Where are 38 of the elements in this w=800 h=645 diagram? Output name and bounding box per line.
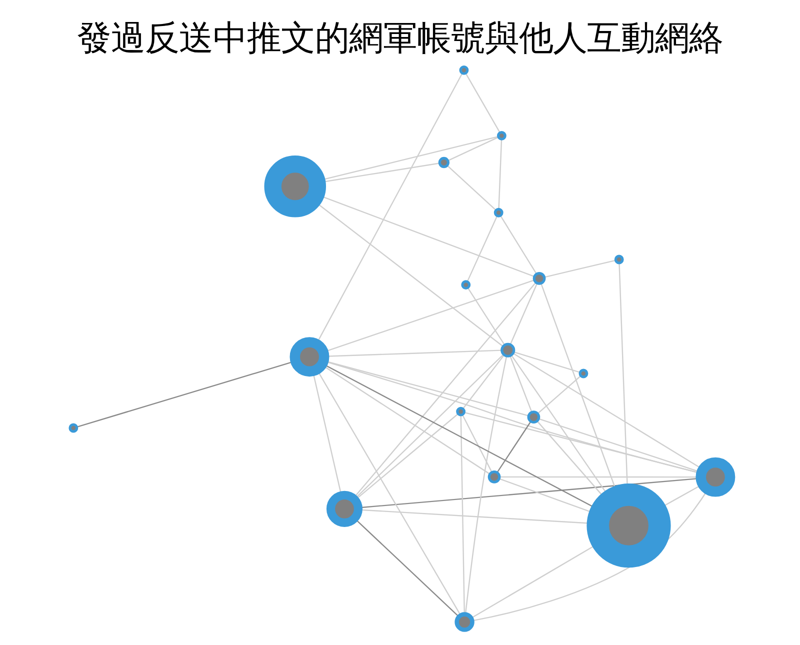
connector: [513, 351, 580, 373]
node-circle: [527, 410, 540, 424]
connector: [537, 375, 582, 414]
node-circle: [459, 65, 469, 75]
connector: [510, 356, 532, 413]
connector: [496, 421, 532, 473]
node-circle: [488, 470, 501, 484]
connector: [498, 140, 502, 209]
node-circle: [68, 423, 78, 433]
connector: [467, 216, 498, 282]
node-circle: [614, 254, 624, 264]
node-circle: [496, 131, 506, 140]
connector: [460, 415, 465, 614]
node-circle: [494, 208, 504, 218]
node-circle: [438, 156, 450, 168]
connector: [352, 282, 536, 499]
connector: [544, 260, 616, 278]
node-circle: [264, 156, 326, 218]
node-circle: [326, 490, 363, 527]
node-circle: [696, 457, 736, 497]
node-circle: [532, 272, 546, 285]
connector: [510, 284, 538, 345]
node-circle: [456, 406, 466, 416]
connector: [446, 165, 496, 210]
connector: [467, 288, 506, 346]
connector: [462, 414, 492, 472]
node-circle: [586, 484, 671, 568]
diagram-title: 發過反送中推文的網軍帳號與他人互動網絡: [77, 18, 723, 59]
node-circle: [461, 280, 471, 290]
connector: [448, 136, 498, 161]
connector: [500, 216, 537, 274]
connector: [462, 354, 505, 409]
node-circle: [454, 612, 474, 632]
node-circle: [500, 342, 516, 358]
node-circle: [290, 337, 330, 377]
connector: [465, 73, 500, 132]
connector: [464, 356, 508, 614]
node-circle: [578, 368, 588, 378]
